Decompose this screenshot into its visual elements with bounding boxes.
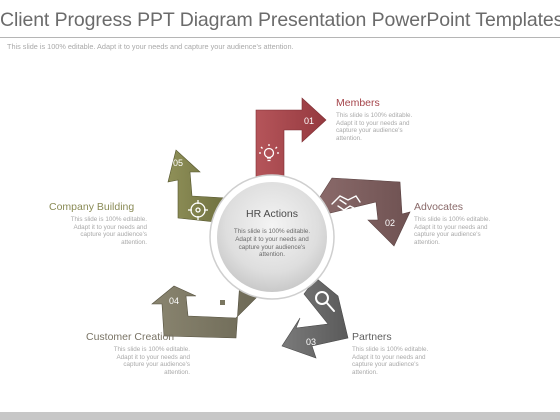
number-05: 05 [173,158,183,168]
description-customer-creation: This slide is 100% editable. Adapt it to… [113,346,190,376]
hub-title: HR Actions [246,208,298,220]
label-members: Members [336,97,380,109]
label-partners: Partners [352,331,392,343]
description-partners: This slide is 100% editable. Adapt it to… [352,346,429,376]
magnifier-icon [315,291,335,312]
slide-title: Client Progress PPT Diagram Presentation… [0,9,560,31]
arrow-customer-creation [151,279,259,339]
lightbulb-icon [259,144,279,162]
slide-subtitle: This slide is 100% editable. Adapt it to… [7,42,294,51]
number-01: 01 [304,116,314,126]
arrow-members [255,97,327,193]
arrow-advocates [317,177,411,247]
hub-description: This slide is 100% editable. Adapt it to… [233,228,311,259]
label-advocates: Advocates [414,201,464,213]
number-04: 04 [169,296,179,306]
footer-bar [0,412,560,420]
arrow-company-building [167,149,227,223]
target-icon [188,200,208,220]
puzzle-icon [216,288,230,305]
hub-circle [209,174,335,300]
description-company-building: This slide is 100% editable. Adapt it to… [70,216,147,246]
number-02: 02 [385,218,395,228]
description-members: This slide is 100% editable. Adapt it to… [336,112,413,142]
label-customer-creation: Customer Creation [86,331,175,343]
arrow-partners [281,277,349,359]
handshake-icon [331,195,361,211]
number-03: 03 [306,337,316,347]
title-divider [0,37,560,38]
label-company-building: Company Building [49,201,135,213]
description-advocates: This slide is 100% editable. Adapt it to… [414,216,491,246]
